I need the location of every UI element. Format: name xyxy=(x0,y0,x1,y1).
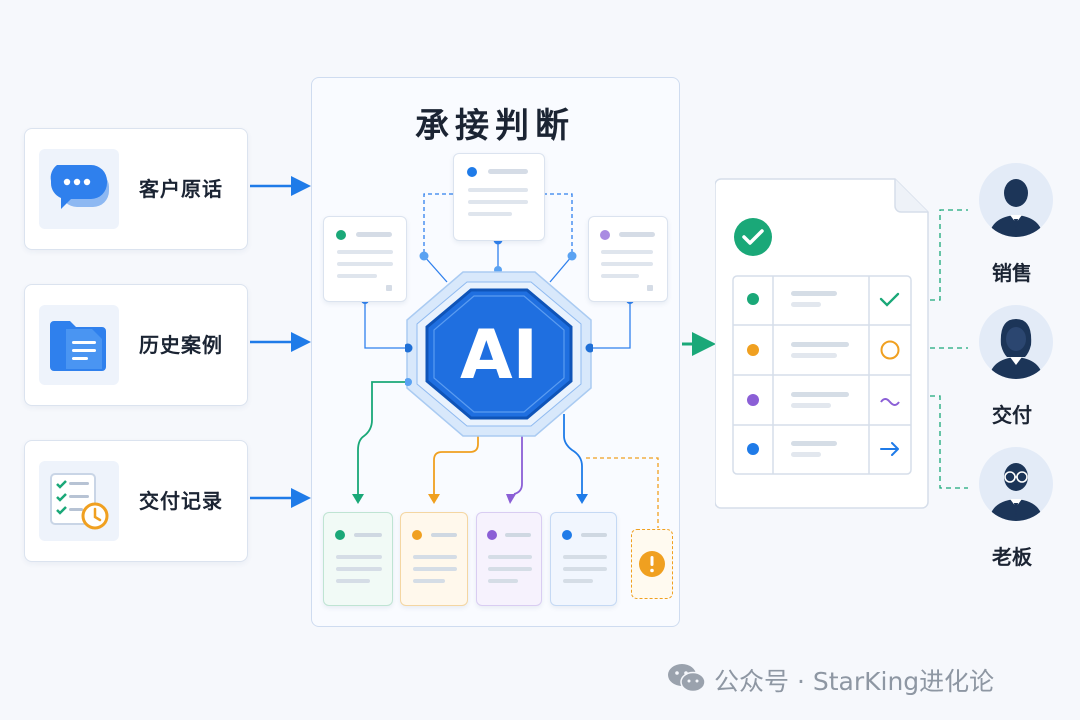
result-document xyxy=(715,178,929,509)
input-label-customer-words: 客户原话 xyxy=(139,177,223,201)
role-label-boss: 老板 xyxy=(992,545,1032,569)
role-label-delivery: 交付 xyxy=(992,403,1032,427)
checklist-clock-icon xyxy=(39,461,119,541)
input-label-delivery-records: 交付记录 xyxy=(139,489,223,513)
input-card-history-cases: 历史案例 xyxy=(24,284,248,406)
role-label-sales: 销售 xyxy=(992,261,1032,285)
ai-core-label: AI xyxy=(460,316,538,395)
panel-title: 承接判断 xyxy=(415,106,575,146)
result-card-green xyxy=(323,512,393,606)
warning-card xyxy=(631,529,673,599)
input-label-history-cases: 历史案例 xyxy=(139,333,223,357)
result-card-orange xyxy=(400,512,468,606)
input-card-delivery-records: 交付记录 xyxy=(24,440,248,562)
info-card-top xyxy=(453,153,545,241)
info-card-left xyxy=(323,216,407,302)
input-card-customer-words: 客户原话 xyxy=(24,128,248,250)
chat-bubble-icon xyxy=(39,149,119,229)
watermark-text: 公众号 · StarKing进化论 xyxy=(714,667,995,696)
result-card-purple xyxy=(476,512,542,606)
glasses-person-icon xyxy=(979,447,1053,521)
wechat-icon xyxy=(668,664,706,693)
result-card-blue xyxy=(550,512,617,606)
warning-icon xyxy=(639,551,665,577)
approved-check-icon xyxy=(734,218,772,256)
ai-core: AI xyxy=(405,271,593,437)
folder-document-icon xyxy=(39,305,119,385)
male-person-icon xyxy=(979,163,1053,237)
female-person-icon xyxy=(979,305,1053,379)
info-card-right xyxy=(588,216,668,302)
